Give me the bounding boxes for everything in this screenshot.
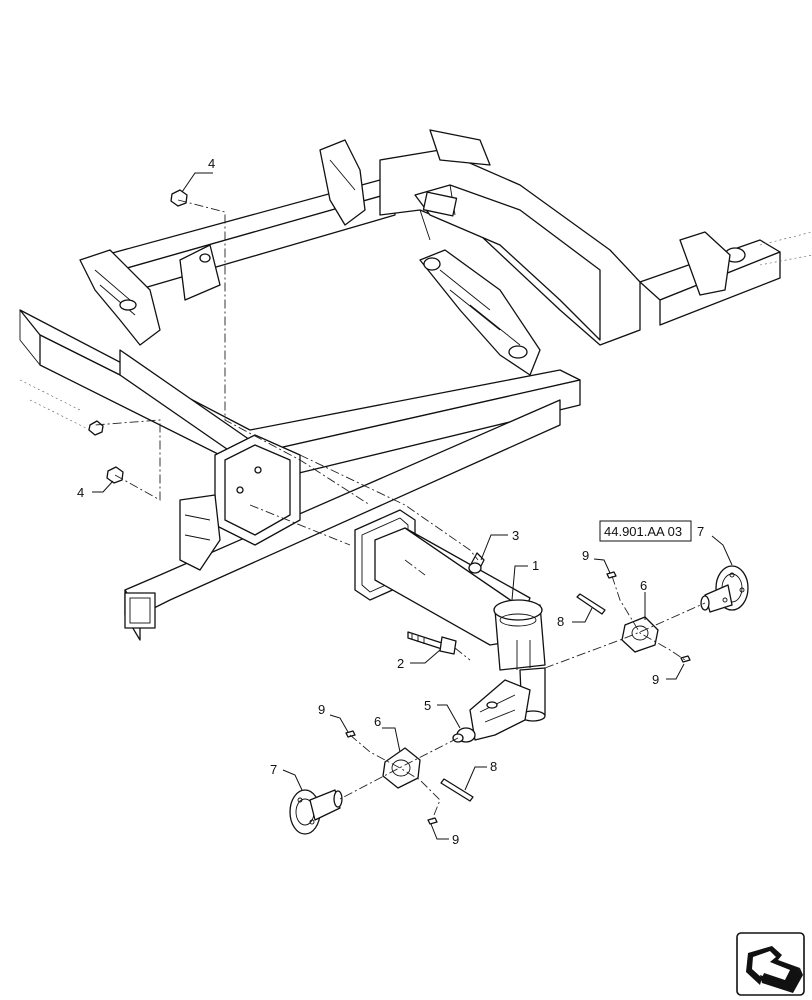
shank-center [419, 249, 541, 376]
assembly-lines [94, 199, 706, 821]
cotter-9-top [606, 571, 617, 579]
hub-7-right [700, 565, 749, 613]
callout-1: 1 [532, 558, 539, 573]
leader-lines [92, 172, 733, 840]
shank-lower-left [179, 494, 221, 571]
shank-right [679, 231, 731, 296]
reference-box[interactable]: 44.901.AA 03 [599, 520, 692, 542]
bracket-upright [179, 244, 221, 301]
callout-8-left: 8 [490, 759, 497, 774]
callout-3: 3 [512, 528, 519, 543]
cotter-9-left-top [345, 730, 356, 738]
shank-left [79, 249, 161, 346]
navigation-arrow-icon[interactable] [736, 932, 805, 996]
callout-2: 2 [397, 656, 404, 671]
callout-7-right: 7 [697, 524, 704, 539]
clamp-6-right [621, 616, 659, 653]
callout-9-top: 9 [582, 548, 589, 563]
shank-center-top [319, 139, 366, 226]
bolt-2 [407, 631, 457, 655]
reference-box-text[interactable]: 44.901.AA 03 [604, 524, 682, 539]
nut-4-top [170, 189, 188, 207]
callout-9-left-bottom: 9 [452, 832, 459, 847]
callout-6-left: 6 [374, 714, 381, 729]
callout-6-right: 6 [640, 578, 647, 593]
clamp-6-left [382, 747, 421, 789]
callout-9-left-top: 9 [318, 702, 325, 717]
spindle-arm [452, 679, 531, 743]
callout-4-top: 4 [208, 156, 215, 171]
callout-7-left: 7 [270, 762, 277, 777]
gauge-wheel-arm [354, 509, 546, 722]
callout-4-left: 4 [77, 485, 84, 500]
pin-8-right [576, 593, 606, 615]
bolt-3 [468, 552, 485, 574]
callout-8-right: 8 [557, 614, 564, 629]
callout-5: 5 [424, 698, 431, 713]
hub-7-left [289, 789, 343, 835]
frame-assembly [19, 129, 812, 641]
cotter-9-right [680, 655, 691, 663]
pin-8-left [440, 778, 474, 802]
callout-labels: 4 4 3 2 1 5 6 6 7 7 8 8 9 9 9 9 [77, 156, 704, 847]
callout-9-right: 9 [652, 672, 659, 687]
